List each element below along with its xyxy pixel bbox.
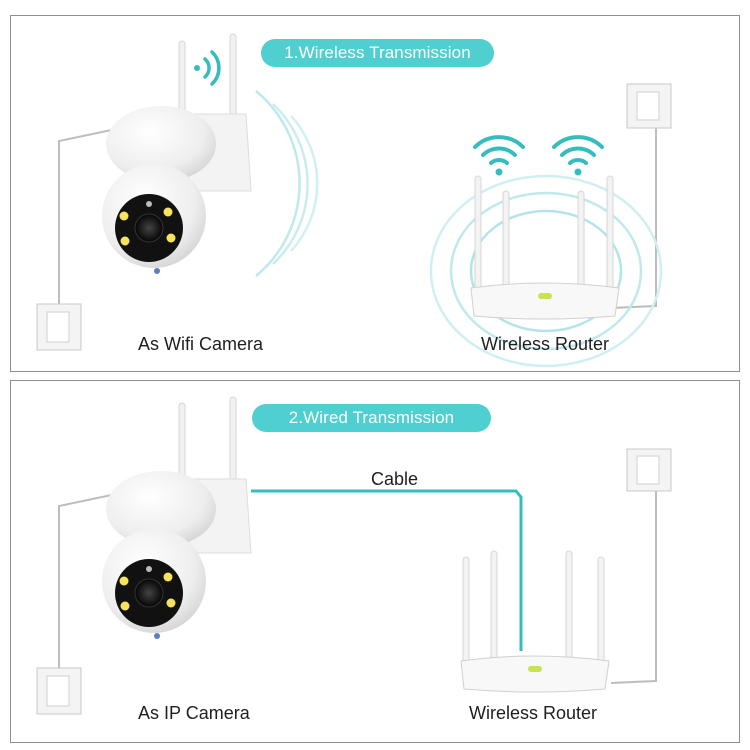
wireless-transmission-title: 1.Wireless Transmission [261, 39, 494, 67]
router-icon [470, 175, 620, 320]
router-icon [460, 550, 610, 693]
router-wall-socket-icon [626, 83, 672, 129]
router-signal-waves [429, 174, 663, 368]
wireless-router-label: Wireless Router [481, 334, 610, 354]
camera-wall-socket-icon [36, 667, 82, 715]
router-power-cord [610, 128, 657, 309]
cable-label: Cable [371, 469, 419, 489]
camera-wall-socket-icon [36, 303, 82, 351]
camera-wifi-icon [194, 50, 221, 86]
ptz-camera-icon [102, 33, 252, 274]
router-wifi-icon-left [473, 135, 525, 176]
wired-transmission-title: 2.Wired Transmission [252, 404, 491, 432]
camera-signal-waves [255, 90, 319, 277]
wired-diagram-art [36, 396, 672, 715]
camera-power-cord [58, 127, 122, 304]
ethernet-cable [251, 489, 523, 651]
ip-camera-label: As IP Camera [138, 703, 250, 723]
ptz-camera-icon [102, 396, 252, 639]
router-wall-socket-icon [626, 448, 672, 492]
camera-power-cord [58, 492, 122, 668]
router-power-cord [610, 491, 657, 684]
router-wifi-icon-right [552, 135, 604, 176]
wired-transmission-panel: 2.Wired Transmission Cable As IP Camera … [10, 380, 740, 743]
wireless-router-label: Wireless Router [469, 703, 598, 723]
wireless-diagram-art [36, 33, 672, 368]
wireless-transmission-panel: 1.Wireless Transmission As Wifi Camera W… [10, 15, 740, 372]
wifi-camera-label: As Wifi Camera [138, 334, 264, 354]
